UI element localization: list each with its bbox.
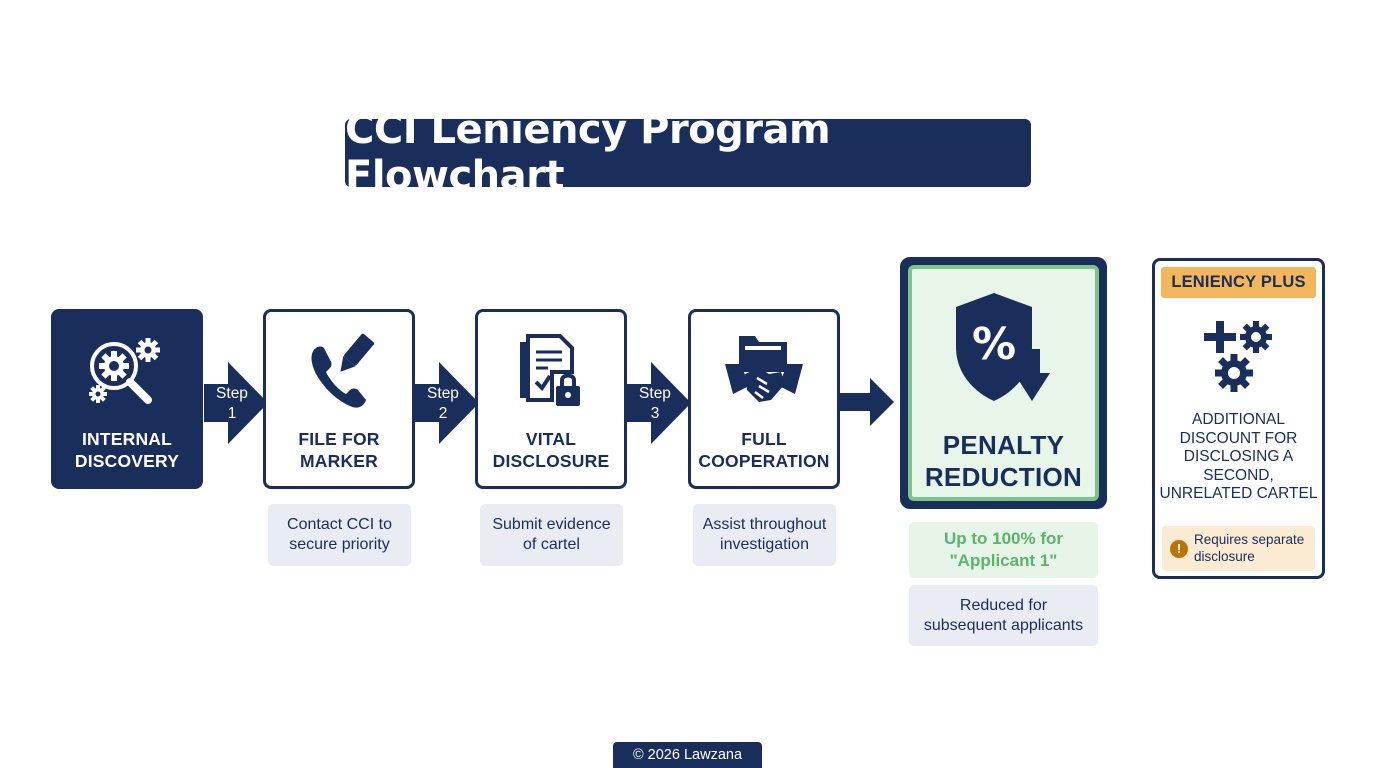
copyright-footer: © 2026 Lawzana [613, 742, 762, 768]
page-title: CCI Leniency Program Flowchart [345, 107, 1031, 199]
step-full-cooperation: FULL COOPERATION [688, 309, 840, 489]
leniency-plus-text: ADDITIONAL DISCOUNT FOR DISCLOSING A SEC… [1159, 411, 1318, 502]
arrow-label: Step 3 [639, 385, 671, 422]
step-4-description: Assist throughout investigation [693, 504, 836, 566]
outcome-arrow [840, 378, 896, 426]
step-3-arrow: Step 3 [627, 362, 693, 444]
step-label: FILE FOR MARKER [298, 429, 380, 471]
shield-percent-down-icon: % [912, 289, 1095, 409]
applicant-1-highlight: Up to 100% for "Applicant 1" [909, 522, 1098, 578]
svg-text:%: % [971, 319, 1015, 370]
step-label: VITAL DISCLOSURE [492, 429, 610, 471]
separate-disclosure-note: ! Requires separate disclosure [1162, 526, 1315, 571]
note-text: Requires separate disclosure [1194, 532, 1305, 564]
arrow-label: Step 2 [427, 385, 459, 422]
penalty-reduction-label: PENALTY REDUCTION [924, 430, 1083, 492]
phone-marker-icon [266, 328, 412, 418]
leniency-plus-tag: LENIENCY PLUS [1161, 267, 1316, 298]
step-label: FULL COOPERATION [698, 429, 830, 471]
step-label: INTERNAL DISCOVERY [74, 429, 180, 471]
step-2-description: Contact CCI to secure priority [268, 504, 411, 566]
step-internal-discovery: INTERNAL DISCOVERY [51, 309, 203, 489]
step-file-for-marker: FILE FOR MARKER [263, 309, 415, 489]
step-vital-disclosure: VITAL DISCLOSURE [475, 309, 627, 489]
warning-icon: ! [1170, 540, 1188, 558]
step-2-arrow: Step 2 [415, 362, 481, 444]
document-lock-icon [478, 328, 624, 418]
plus-gears-icon [1155, 313, 1322, 399]
subsequent-applicants-note: Reduced for subsequent applicants [909, 585, 1098, 646]
leniency-plus-card: LENIENCY PLUS ADDITIONAL DISCOUNT FO [1152, 258, 1325, 579]
step-3-description: Submit evidence of cartel [480, 504, 623, 566]
folder-handshake-icon [691, 328, 837, 418]
step-1-arrow: Step 1 [204, 362, 270, 444]
arrow-label: Step 1 [216, 385, 248, 422]
penalty-reduction-box: % PENALTY REDUCTION [900, 257, 1107, 509]
gears-magnifier-icon [54, 328, 200, 418]
